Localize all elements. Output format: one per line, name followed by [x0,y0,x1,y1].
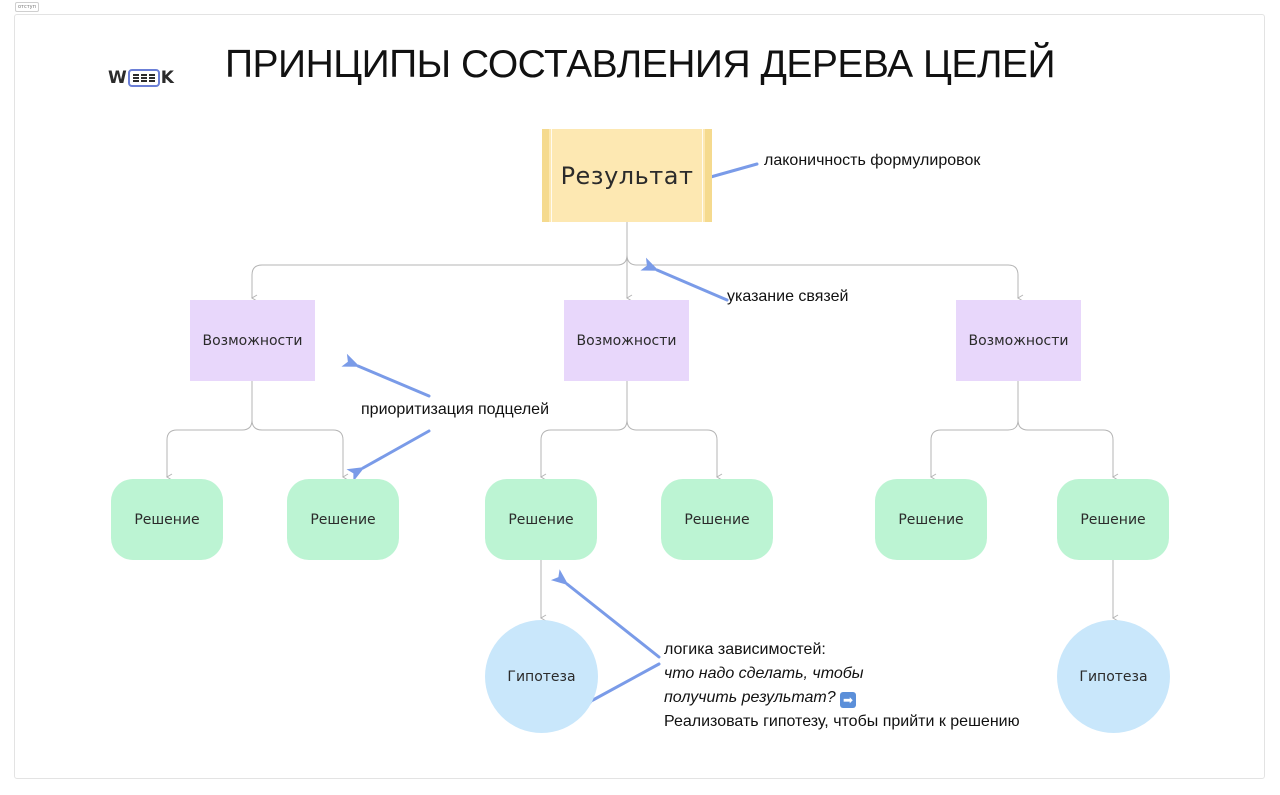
frame-tag: отступ [15,2,39,12]
logo-letter-k: K [160,68,174,88]
annotation-arrow-priority-up [341,353,431,398]
opportunity-node[interactable]: Возможности [190,300,315,381]
solution-node[interactable]: Решение [875,479,987,560]
weeek-logo: W K [108,68,174,88]
logo-mark-icon [127,69,160,87]
note-logic: логика зависимостей: что надо сделать, ч… [664,638,1020,734]
result-node[interactable]: Результат [542,129,712,222]
note-prioritization: приоритизация подцелей [361,401,550,418]
hypothesis-node[interactable]: Гипотеза [485,620,598,733]
connector-opportunity1-solution2 [251,419,349,481]
connector-result-opportunity-3 [626,254,1024,302]
logo-letter-w: W [108,68,127,88]
solution-node[interactable]: Решение [661,479,773,560]
connector-opportunity2-solution4 [626,419,723,481]
connector-opportunity1-solution1 [166,381,253,481]
solution-node[interactable]: Решение [485,479,597,560]
connector-opportunity2-solution3 [540,381,628,481]
opportunity-node[interactable]: Возможности [956,300,1081,381]
note-logic-line2: что надо сделать, чтобы [664,665,864,682]
annotation-arrow-logic-down [576,662,661,714]
solution-node[interactable]: Решение [1057,479,1169,560]
hypothesis-node[interactable]: Гипотеза [1057,620,1170,733]
connector-opportunity3-solution5 [930,381,1019,481]
solution-node[interactable]: Решение [287,479,399,560]
page-title: ПРИНЦИПЫ СОСТАВЛЕНИЯ ДЕРЕВА ЦЕЛЕЙ [225,43,1055,86]
annotation-arrow-priority-down [346,429,431,482]
note-logic-line4: Реализовать гипотезу, чтобы прийти к реш… [664,713,1020,730]
connector-result-opportunity-1 [251,222,628,302]
note-logic-line3-wrap: получить результат? ➡ [664,686,1020,710]
annotation-arrow-logic-up [550,569,661,659]
note-logic-line3: получить результат? [664,689,836,706]
annotation-arrow-links [640,257,729,302]
note-logic-line1: логика зависимостей: [664,641,826,658]
solution-node[interactable]: Решение [111,479,223,560]
note-conciseness: лаконичность формулировок [764,152,981,169]
board-frame [14,14,1265,779]
note-links: указание связей [727,288,849,305]
connector-opportunity3-solution6 [1017,419,1119,481]
right-arrow-icon: ➡ [840,692,857,708]
opportunity-node[interactable]: Возможности [564,300,689,381]
